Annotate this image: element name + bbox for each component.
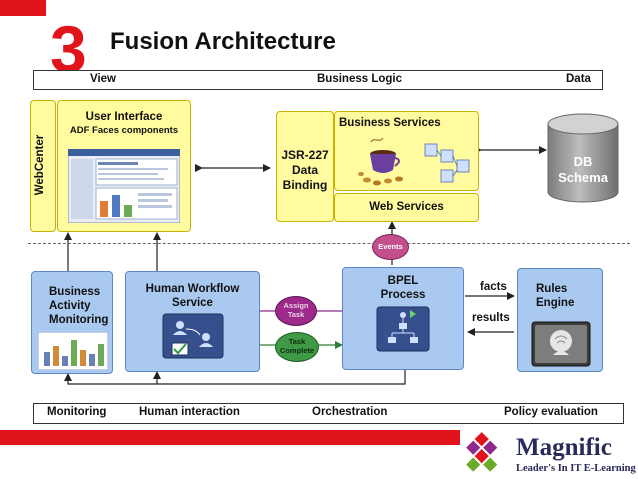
bpel-feedback-loop — [153, 370, 406, 385]
rules-brain-icon — [531, 321, 591, 367]
rules-line2: Engine — [536, 297, 575, 309]
db-label: DB Schema — [546, 154, 620, 186]
ui-title: User Interface — [85, 111, 163, 123]
rules-label: Rules Engine — [536, 282, 574, 310]
human-workflow-service-box: Human Workflow Service — [125, 271, 260, 372]
complete-line2: Complete — [279, 346, 315, 355]
jsr-line3: Binding — [282, 178, 328, 192]
orchestration-label: Orchestration — [312, 406, 388, 418]
user-interface-panel: User Interface ADF Faces components — [57, 100, 191, 232]
bam-feedback-loop — [64, 373, 157, 385]
bpel-process-box: BPEL Process — [342, 267, 464, 370]
bam-line2: Activity — [49, 300, 91, 312]
workflow-people-icon — [162, 313, 224, 359]
red-accent-bar — [0, 0, 46, 16]
bpel-process-icon — [376, 306, 430, 352]
ui-subtitle: ADF Faces components — [69, 125, 179, 136]
db-line2: Schema — [558, 170, 608, 185]
web-services-label: Web Services — [369, 201, 444, 213]
business-services-label: Business Services — [339, 117, 441, 129]
bam-label: Business Activity Monitoring — [49, 285, 108, 327]
events-label: Events — [378, 242, 403, 251]
assign-task-oval — [275, 296, 317, 326]
rules-engine-box: Rules Engine — [517, 268, 603, 372]
business-services-box: Business Services — [334, 111, 479, 191]
coffee-beans-illustration — [358, 137, 403, 186]
bam-chart-thumbnail — [38, 332, 108, 370]
logo-tagline: Leader's In IT E-Learning — [516, 463, 636, 474]
bpel-line2: Process — [380, 289, 426, 301]
task-complete-label: Task Complete — [275, 337, 319, 355]
webcenter-panel — [30, 100, 56, 232]
data-label: Data — [566, 73, 591, 85]
policy-evaluation-label: Policy evaluation — [504, 406, 598, 418]
hwf-line2: Service — [172, 297, 213, 309]
assign-line1: Assign — [283, 301, 309, 310]
red-footer-bar — [0, 430, 460, 445]
layer-label-bar-bottom: Monitoring Human interaction Orchestrati… — [33, 403, 624, 424]
assign-task-label: Assign Task — [275, 301, 317, 319]
service-network-icon — [424, 143, 470, 183]
bam-line1: Business — [49, 286, 101, 298]
complete-line1: Task — [288, 337, 306, 346]
view-label: View — [90, 73, 116, 85]
facts-label: facts — [480, 281, 507, 293]
jsr-line1: JSR-227 — [281, 148, 329, 162]
human-interaction-label: Human interaction — [139, 406, 240, 418]
ui-screenshot-thumbnail — [68, 149, 180, 223]
monitoring-label: Monitoring — [47, 406, 107, 418]
db-schema-cylinder — [547, 113, 619, 203]
web-services-box: Web Services — [334, 193, 479, 222]
bam-line3: Monitoring — [49, 314, 109, 326]
slide-title: Fusion Architecture — [110, 28, 336, 55]
rules-line1: Rules — [536, 283, 568, 295]
bpel-label: BPEL Process — [343, 274, 463, 302]
logo-name: Magnific — [516, 434, 612, 461]
business-logic-label: Business Logic — [317, 73, 402, 85]
layer-separator-line — [28, 243, 630, 244]
webcenter-label: WebCenter — [34, 134, 46, 196]
db-line1: DB — [573, 154, 593, 169]
results-label: results — [472, 312, 510, 324]
hwf-label: Human Workflow Service — [126, 282, 259, 310]
jsr-227-data-binding-box: JSR-227 Data Binding — [276, 111, 334, 222]
task-complete-oval — [275, 332, 319, 362]
layer-label-bar-top: View Business Logic Data — [33, 70, 603, 90]
bam-box: Business Activity Monitoring — [31, 271, 113, 374]
hwf-line1: Human Workflow — [145, 283, 240, 295]
jsr-line2: Data — [291, 163, 318, 177]
events-oval — [372, 234, 409, 260]
magnific-logo-mark — [466, 432, 498, 472]
assign-line2: Task — [287, 310, 305, 319]
bpel-line1: BPEL — [387, 275, 419, 287]
